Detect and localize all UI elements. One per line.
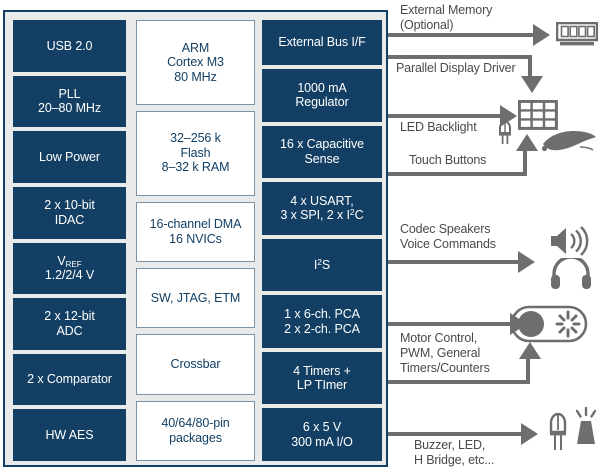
arrow-rise-touch-buttons: [523, 150, 527, 174]
block-regulator[interactable]: 1000 mA Regulator: [262, 68, 382, 122]
arrow-head-parallel-display: [521, 76, 543, 93]
arrow-line-motor-bottom: [388, 380, 530, 384]
arrow-line-codec-speakers: [388, 260, 518, 264]
label-codec-speakers: Codec Speakers Voice Commands: [400, 222, 496, 251]
block-crossbar[interactable]: Crossbar: [136, 334, 255, 395]
headphones-icon: [551, 258, 591, 289]
block-comparator[interactable]: 2 x Comparator: [13, 353, 126, 406]
arrow-line-touch-buttons: [388, 172, 527, 176]
label-led-backlight: LED Backlight: [400, 120, 477, 134]
arrow-line-led-backlight: [388, 114, 500, 118]
memory-module-icon: [556, 22, 598, 46]
column-core-center: ARM Cortex M3 80 MHz 32–256 k Flash 8–32…: [136, 20, 255, 461]
block-packages[interactable]: 40/64/80-pin packages: [136, 400, 255, 461]
block-low-power[interactable]: Low Power: [13, 131, 126, 183]
arrow-head-touch-buttons: [516, 134, 538, 151]
block-i2s-text: I2S: [313, 256, 331, 272]
arrow-line-buzzer-led: [388, 432, 521, 436]
label-buzzer-led: Buzzer, LED, H Bridge, etc...: [414, 438, 495, 467]
arrow-head-codec-speakers: [518, 251, 535, 273]
speaker-icon: [551, 226, 589, 256]
block-capacitive-sense[interactable]: 16 x Capacitive Sense: [262, 125, 382, 179]
block-i2s[interactable]: I2S: [262, 238, 382, 292]
led-icon: [499, 120, 511, 144]
block-timers[interactable]: 4 Timers + LP TImer: [262, 351, 382, 405]
column-peripherals-right: External Bus I/F 1000 mA Regulator 16 x …: [262, 20, 382, 462]
arrow-head-motor-bottom: [519, 342, 541, 359]
arrow-line-parallel-display: [388, 55, 532, 59]
motor-pulley-icon: [512, 305, 588, 343]
arrow-drop-parallel-display: [528, 55, 532, 77]
arrow-line-motor-top: [388, 322, 510, 326]
led-indicator-icon: [549, 412, 567, 450]
arrow-head-external-memory: [533, 24, 550, 46]
block-usb[interactable]: USB 2.0: [13, 20, 126, 72]
mcu-panel: USB 2.0 PLL 20–80 MHz Low Power 2 x 10-b…: [3, 10, 388, 467]
block-hw-aes[interactable]: HW AES: [13, 409, 126, 461]
block-debug[interactable]: SW, JTAG, ETM: [136, 267, 255, 329]
block-serial[interactable]: 4 x USART,3 x SPI, 2 x I2C: [262, 182, 382, 235]
label-motor-control: Motor Control, PWM, General Timers/Count…: [400, 331, 490, 375]
block-serial-text: 4 x USART,3 x SPI, 2 x I2C: [280, 193, 364, 223]
display-grid-icon: [518, 100, 558, 130]
block-pca[interactable]: 1 x 6-ch. PCA 2 x 2-ch. PCA: [262, 295, 382, 348]
block-arm-cortex[interactable]: ARM Cortex M3 80 MHz: [136, 20, 255, 105]
arrow-head-buzzer-led: [521, 423, 538, 445]
label-external-memory: External Memory (Optional): [400, 3, 493, 32]
block-dma[interactable]: 16-channel DMA 16 NVICs: [136, 201, 255, 262]
block-io[interactable]: 6 x 5 V 300 mA I/O: [262, 408, 382, 462]
column-peripherals-left: USB 2.0 PLL 20–80 MHz Low Power 2 x 10-b…: [13, 20, 126, 461]
block-external-bus[interactable]: External Bus I/F: [262, 20, 382, 65]
hand-touch-icon: [541, 131, 596, 152]
block-memory[interactable]: 32–256 k Flash 8–32 k RAM: [136, 110, 255, 196]
block-idac[interactable]: 2 x 10-bit IDAC: [13, 186, 126, 239]
block-pll[interactable]: PLL 20–80 MHz: [13, 75, 126, 128]
label-parallel-display-driver: Parallel Display Driver: [396, 61, 516, 75]
buzzer-icon: [575, 406, 597, 444]
label-touch-buttons: Touch Buttons: [409, 153, 487, 167]
arrow-rise-motor-bottom: [526, 358, 530, 382]
block-adc[interactable]: 2 x 12-bit ADC: [13, 298, 126, 350]
arrow-line-external-memory: [388, 33, 533, 37]
